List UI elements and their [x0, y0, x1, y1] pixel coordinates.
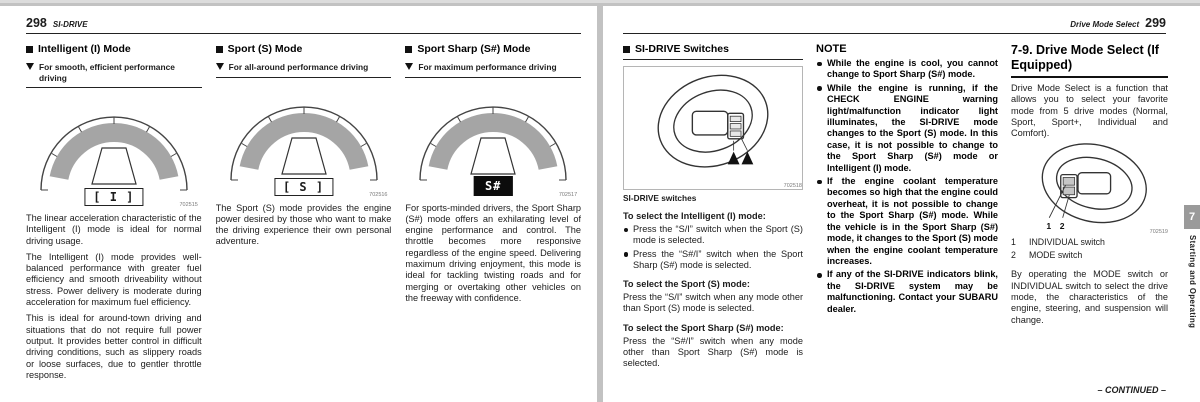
outro-paragraph: By operating the MODE switch or INDIVIDU…: [1011, 269, 1168, 325]
mode-tagline: For maximum performance driving: [405, 62, 582, 78]
chapter-tab-number: 7: [1188, 211, 1196, 223]
note-item: If any of the SI-DRIVE indicators blink,…: [816, 269, 998, 315]
page-header-right: Drive Mode Select 299: [623, 16, 1166, 34]
page-header-title: Drive Mode Select: [1070, 20, 1140, 29]
mode-symbol: [ I ]: [84, 188, 144, 206]
body-paragraph: For sports-minded drivers, the Sport Sha…: [405, 202, 582, 303]
chapter-tab: 7: [1184, 205, 1200, 229]
body-paragraph: The linear acceleration characteristic o…: [26, 213, 202, 246]
triangle-bullet-icon: [405, 63, 414, 70]
mode-tagline: For all-around performance driving: [215, 62, 392, 78]
mode-title: Intelligent (I) Mode: [26, 43, 202, 55]
intro-paragraph: Drive Mode Select is a function that all…: [1011, 83, 1168, 139]
steering-wheel-illustration: 1 2: [1041, 143, 1147, 232]
procedure-heading: To select the Sport (S) mode:: [623, 279, 750, 290]
square-bullet-icon: [405, 45, 413, 53]
figure-code: 702515: [179, 202, 198, 208]
mode-tagline: For smooth, efficient performance drivin…: [26, 62, 202, 88]
section-title: SI-DRIVE Switches: [623, 43, 803, 60]
figure-code: 702518: [783, 183, 802, 189]
page-299: Drive Mode Select 299 SI-DRIVE Switches: [603, 6, 1200, 402]
mode-title: Sport (S) Mode: [215, 43, 392, 55]
page-number: 299: [1145, 16, 1166, 30]
list-item: Press the “S#/I” switch when the Sport S…: [623, 249, 803, 272]
square-bullet-icon: [215, 45, 223, 53]
procedure-heading: To select the Intelligent (I) mode:: [623, 211, 766, 221]
steering-wheel-figure: 702518: [623, 66, 803, 190]
gauge-illustration: [419, 105, 567, 180]
procedure-text: Press the “S/I” switch when any mode oth…: [623, 292, 803, 314]
mode-title: Sport Sharp (S#) Mode: [405, 43, 581, 55]
chapter-tab-label: Starting and Operating: [1188, 235, 1197, 329]
mode-title-text: Sport (S) Mode: [227, 43, 303, 55]
legend-number: 2: [1011, 250, 1016, 261]
section-title-text: SI-DRIVE Switches: [635, 43, 729, 55]
note-item: While the engine is cool, you cannot cha…: [816, 58, 998, 81]
note-bullet-list: While the engine is cool, you cannot cha…: [816, 58, 998, 315]
mode-column-sport-sharp: Sport Sharp (S#) Mode For maximum perfor…: [405, 43, 582, 395]
mode-tagline-text: For all-around performance driving: [228, 62, 369, 72]
drive-mode-select-column: 7-9. Drive Mode Select (If Equipped) Dri…: [1011, 43, 1168, 395]
gauge-figure-sport-sharp: S# 702517: [409, 82, 577, 198]
body-paragraph: The Sport (S) mode provides the engine p…: [215, 202, 392, 247]
body-paragraph: This is ideal for around-town driving an…: [26, 313, 202, 380]
chapter-section-title: 7-9. Drive Mode Select (If Equipped): [1011, 43, 1168, 78]
procedure-text: Press the “S#/I” switch when any mode ot…: [623, 335, 803, 369]
figure-code: 702519: [1149, 229, 1168, 236]
figure-caption: SI-DRIVE switches: [623, 193, 697, 203]
callout-number-2: 2: [1060, 222, 1065, 232]
triangle-bullet-icon: [215, 63, 224, 70]
gauge-illustration: [229, 105, 378, 180]
note-column: NOTE While the engine is cool, you canno…: [816, 43, 998, 395]
body-paragraph: The Intelligent (I) mode provides well-b…: [26, 251, 202, 308]
mode-title-text: Intelligent (I) Mode: [38, 43, 131, 55]
legend-label: MODE switch: [1029, 250, 1083, 261]
note-item: If the engine coolant temperature become…: [816, 176, 998, 267]
mode-column-intelligent: Intelligent (I) Mode For smooth, efficie…: [26, 43, 202, 395]
mode-tagline-text: For smooth, efficient performance drivin…: [39, 62, 175, 83]
si-drive-switches-column: SI-DRIVE Switches: [623, 43, 803, 395]
mode-symbol: [ S ]: [273, 177, 334, 196]
drive-mode-figure: 1 2 702519: [1011, 143, 1168, 235]
procedure-bullet-list: Press the “S/I” switch when the Sport (S…: [623, 224, 803, 271]
page-header-left: 298 SI-DRIVE: [26, 16, 581, 34]
triangle-bullet-icon: [26, 63, 34, 70]
steering-wheel-illustration: [657, 74, 769, 168]
gauge-figure-sport: [ S ] 702516: [220, 82, 388, 198]
page-header-title: SI-DRIVE: [52, 20, 88, 29]
procedure-heading: To select the Sport Sharp (S#) mode:: [623, 322, 784, 333]
legend-number: 1: [1011, 237, 1016, 248]
note-item: While the engine is running, if the CHEC…: [816, 83, 998, 174]
legend-row: 1 INDIVIDUAL switch: [1011, 236, 1168, 248]
square-bullet-icon: [26, 45, 33, 53]
legend-label: INDIVIDUAL switch: [1029, 237, 1105, 248]
mode-symbol: S#: [473, 175, 513, 196]
continued-marker: – CONTINUED –: [1097, 385, 1166, 395]
mode-title-text: Sport Sharp (S#) Mode: [417, 43, 531, 55]
page-number: 298: [26, 16, 47, 30]
figure-code: 702516: [369, 191, 388, 198]
callout-number-1: 1: [1046, 222, 1051, 232]
gauge-illustration: [40, 116, 188, 191]
square-bullet-icon: [623, 45, 630, 53]
gauge-figure-intelligent: [ I ] 702515: [30, 92, 198, 208]
note-title: NOTE: [816, 43, 847, 55]
mode-tagline-text: For maximum performance driving: [418, 62, 557, 72]
legend-row: 2 MODE switch: [1011, 249, 1168, 261]
mode-column-sport: Sport (S) Mode For all-around performanc…: [215, 43, 392, 395]
page-298: 298 SI-DRIVE Intelligent (I) Mode For sm…: [0, 6, 597, 402]
list-item: Press the “S/I” switch when the Sport (S…: [623, 224, 803, 247]
figure-code: 702517: [558, 191, 578, 198]
